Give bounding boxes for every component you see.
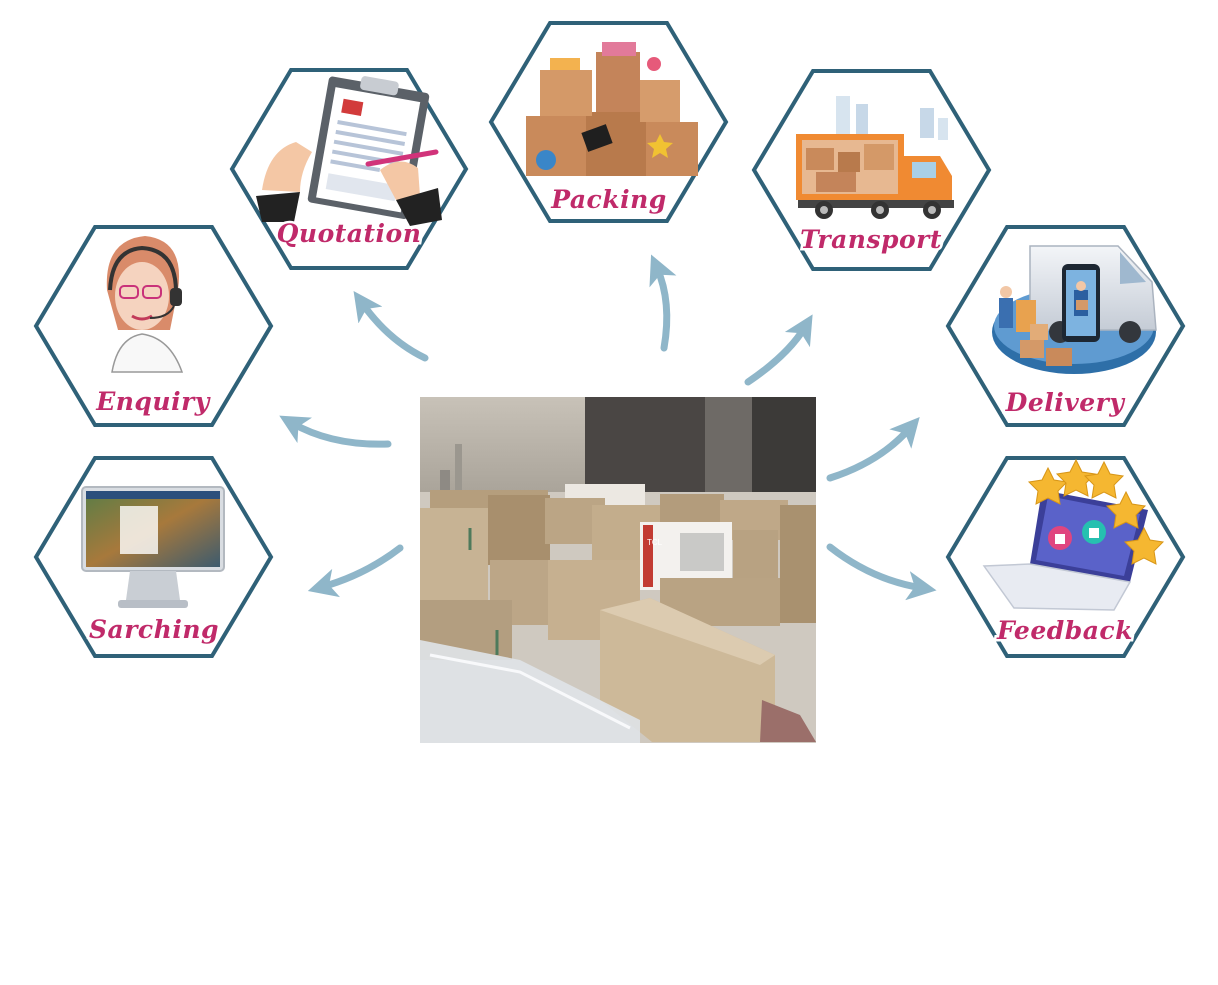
arrow-to-feedback: [826, 543, 937, 601]
laptop-rating-stars-icon: [982, 458, 1165, 611]
step-feedback-label: Feedback: [996, 616, 1133, 645]
arrow-to-packing: [649, 254, 677, 352]
step-transport-label: Transport: [800, 225, 942, 254]
customer-support-headset-icon: [106, 236, 184, 373]
step-quotation-label: Quotation: [277, 219, 422, 248]
step-enquiry: Enquiry: [33, 225, 274, 427]
step-sarching-label: Sarching: [89, 615, 219, 644]
center-photo-packed-boxes: TCL: [420, 397, 816, 743]
arrow-to-delivery: [826, 416, 920, 482]
clipboard-form-icon: [256, 76, 442, 226]
step-packing: Packing: [488, 21, 729, 223]
photo-box-print: TCL: [647, 538, 663, 547]
step-feedback: Feedback: [945, 456, 1186, 658]
arrow-to-enquiry: [279, 415, 392, 448]
step-packing-label: Packing: [550, 185, 667, 214]
computer-monitor-icon: [81, 486, 225, 608]
step-enquiry-label: Enquiry: [95, 387, 211, 416]
step-delivery: Delivery: [945, 225, 1186, 427]
step-sarching: Sarching: [33, 456, 274, 658]
arrow-to-quotation: [353, 290, 429, 362]
arrow-to-transport: [744, 314, 813, 386]
moving-truck-icon: [796, 96, 954, 219]
delivery-van-icon: [992, 245, 1157, 374]
step-transport: Transport: [751, 69, 992, 271]
flow-arrows: [279, 254, 937, 601]
step-quotation: Quotation: [229, 68, 469, 270]
stacked-boxes-icon: [526, 42, 698, 176]
arrow-to-sarching: [307, 544, 404, 598]
step-delivery-label: Delivery: [1005, 388, 1126, 417]
